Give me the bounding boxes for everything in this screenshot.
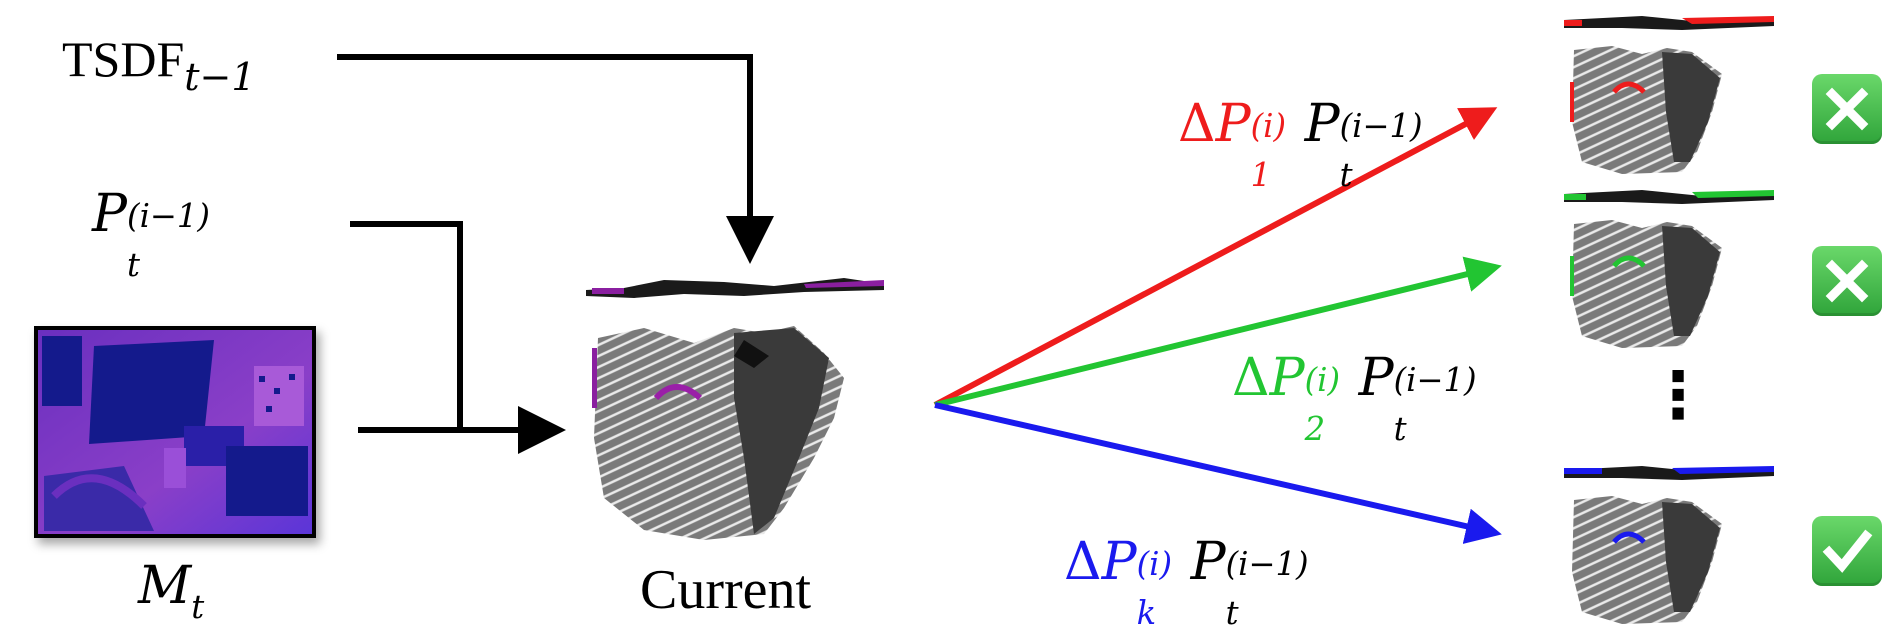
pose-1-subscript: t	[1339, 155, 1353, 194]
pose-1-base: P	[1304, 94, 1340, 154]
current-point-cloud	[586, 278, 884, 540]
delta-pose-2-subscript: 2	[1304, 409, 1326, 448]
delta-pose-2-base: P	[1269, 348, 1305, 408]
mask-subscript: t	[191, 587, 205, 626]
delta-2: Δ	[1232, 348, 1270, 408]
hypothesis-arrow-2	[934, 256, 1502, 408]
mask-base: M	[138, 556, 192, 616]
pose-subscript: t	[127, 245, 140, 284]
hypothesis-cloud-2	[1564, 190, 1774, 348]
pose-superscript: (i−1)	[127, 197, 210, 236]
mask-label: Mt	[138, 560, 204, 623]
tsdf-base: TSDF	[62, 31, 185, 87]
current-label: Current	[640, 559, 812, 621]
pose-2-base: P	[1358, 348, 1394, 408]
hypothesis-cloud-1	[1564, 16, 1774, 174]
delta-pose-2-superscript: (i)	[1304, 361, 1341, 400]
delta-pose-k-subscript: k	[1136, 593, 1157, 632]
hypothesis-arrow-k	[934, 402, 1502, 544]
hypothesis-arrow-1	[933, 107, 1498, 408]
pose-k-base: P	[1190, 532, 1226, 592]
pose-label: P(i−1)t	[92, 188, 210, 281]
pose-arrow	[350, 221, 463, 430]
tsdf-subscript: t−1	[184, 55, 256, 99]
cross-mark-icon	[1812, 246, 1882, 316]
pose-1-superscript: (i−1)	[1339, 107, 1423, 146]
delta-pose-k-base: P	[1101, 532, 1137, 592]
delta-k: Δ	[1064, 532, 1102, 592]
pose-2-subscript: t	[1393, 409, 1407, 448]
tsdf-label: TSDFt−1	[62, 31, 256, 96]
delta-pose-1-base: P	[1215, 94, 1251, 154]
delta-1: Δ	[1178, 94, 1216, 154]
tsdf-arrow	[337, 54, 774, 264]
pose-k-subscript: t	[1225, 593, 1239, 632]
ellipsis: ⋮	[1646, 359, 1710, 433]
delta-pose-1-subscript: 1	[1250, 155, 1272, 194]
delta-pose-1-superscript: (i)	[1250, 107, 1287, 146]
hypothesis-cloud-k	[1564, 466, 1774, 624]
check-mark-icon	[1812, 516, 1882, 586]
cross-mark-icon	[1812, 74, 1882, 144]
depth-mask-image	[34, 326, 316, 538]
pose-2-superscript: (i−1)	[1393, 361, 1477, 400]
delta-pose-k-superscript: (i)	[1136, 545, 1173, 584]
pose-k-superscript: (i−1)	[1225, 545, 1309, 584]
pose-base: P	[92, 184, 127, 244]
